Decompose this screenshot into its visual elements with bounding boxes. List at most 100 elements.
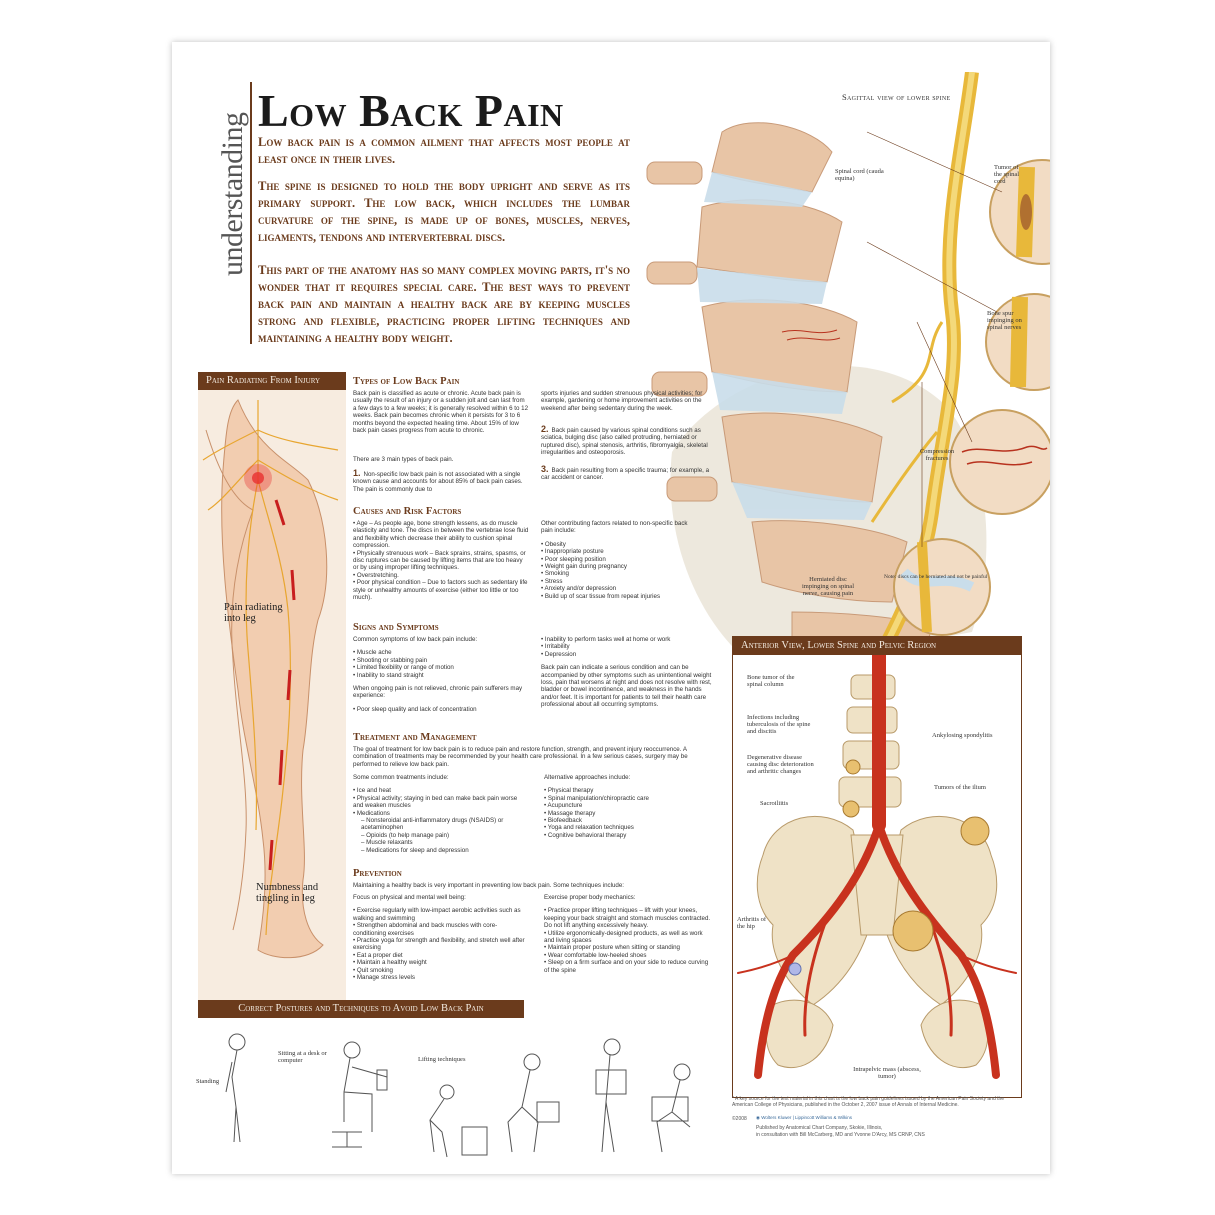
alt-item: • Cognitive behavioral therapy (544, 831, 627, 839)
label-lifting: Lifting techniques (418, 1056, 466, 1063)
publisher-logo-text: Wolters Kluwer | Lippincott Williams & W… (761, 1115, 853, 1120)
label-tumor-spinal-cord: Tumor of the spinal cord (994, 164, 1020, 185)
treatment-item: – Opioids (to help manage pain) (361, 831, 450, 839)
other-factor: • Build up of scar tissue from repeat in… (541, 592, 661, 600)
alt-item: • Spinal manipulation/chiropractic care (544, 794, 650, 802)
prevention-mech-intro: Exercise proper body mechanics: (544, 894, 636, 901)
signs-heading: Signs and Symptoms (353, 622, 439, 633)
causes-item: • Age – As people age, bone strength les… (353, 520, 529, 550)
causes-list: • Age – As people age, bone strength les… (353, 520, 529, 601)
other-factor: • Stress (541, 577, 563, 585)
label-bone-tumor: Bone tumor of the spinal column (747, 674, 795, 688)
treatment-item: – Muscle relaxants (361, 839, 413, 847)
prevention-heading: Prevention (353, 868, 402, 879)
label-spinal-cord: Spinal cord (cauda equina) (835, 168, 884, 182)
label-intrapelvic: Intrapelvic mass (abscess, tumor) (853, 1066, 921, 1080)
label-degenerative: Degenerative disease causing disc deteri… (747, 754, 814, 775)
label-sacroiliitis: Sacroiliitis (760, 800, 789, 807)
anterior-panel: Anterior View, Lower Spine and Pelvic Re… (732, 636, 1022, 1098)
treatment-item: • Ice and heat (353, 787, 391, 795)
symptom-item: • Muscle ache (353, 649, 392, 657)
prevention-item: • Manage stress levels (353, 974, 416, 982)
copyright: ©2008 (732, 1116, 747, 1122)
types-col2-continued: sports injuries and sudden strenuous phy… (541, 390, 703, 412)
label-tumors-ilium: Tumors of the ilium (934, 784, 986, 791)
consultation: in consultation with Bill McCarberg, MD … (756, 1132, 925, 1138)
intro-paragraph-2: The spine is designed to hold the body u… (258, 179, 630, 244)
causes-item: • Poor physical condition – Due to facto… (353, 579, 528, 602)
other-factor: • Smoking (541, 570, 569, 578)
signs-chronic: When ongoing pain is not relieved, chron… (353, 685, 523, 700)
label-arthritis-hip: Arthritis of the hip (737, 916, 767, 930)
prevention-item: • Sleep on a firm surface and on your si… (544, 959, 709, 974)
prevention-focus-intro: Focus on physical and mental well being: (353, 894, 466, 901)
pelvis-illustration (737, 648, 1017, 1079)
postures-banner: Correct Postures and Techniques to Avoid… (198, 1000, 524, 1018)
label-sitting: Sitting at a desk or computer (278, 1050, 327, 1064)
types-item-2: 2.Back pain caused by various spinal con… (541, 424, 708, 457)
symptom-item: • Inability to stand straight (353, 671, 424, 679)
prevention-item: • Maintain proper posture when sitting o… (544, 944, 680, 952)
prevention-item: • Maintain a healthy weight (353, 959, 427, 967)
signs-intro: Common symptoms of low back pain include… (353, 636, 478, 643)
types-item-1: 1.Non-specific low back pain is not asso… (353, 468, 523, 493)
symptom-item: • Depression (541, 650, 577, 658)
label-infections: Infections including tuberculosis of the… (747, 714, 811, 735)
types-item-2-text: Back pain caused by various spinal condi… (541, 427, 708, 457)
page-title: Low Back Pain (258, 85, 564, 136)
alt-item: • Massage therapy (544, 809, 596, 817)
signs-col1: Common symptoms of low back pain include… (353, 636, 529, 713)
treatment-item: – Nonsteroidal anti-inflammatory drugs (… (361, 817, 504, 832)
treatment-alternative: Alternative approaches include: • Physic… (544, 774, 714, 839)
treatment-intro: The goal of treatment for low back pain … (353, 746, 688, 768)
anterior-panel-title: Anterior View, Lower Spine and Pelvic Re… (733, 637, 1021, 655)
signs-chronic-item: • Poor sleep quality and lack of concent… (353, 705, 477, 713)
symptom-item: • Shooting or stabbing pain (353, 656, 428, 664)
types-para-2: There are 3 main types of back pain. (353, 456, 454, 463)
source-note: * A key source for the text material in … (732, 1096, 1005, 1108)
types-heading: Types of Low Back Pain (353, 376, 460, 387)
signs-warning: Back pain can indicate a serious conditi… (541, 664, 712, 709)
title-divider (250, 82, 252, 344)
poster: understanding Low Back Pain Low back pai… (172, 42, 1050, 1174)
causes-item: • Physically strenuous work – Back sprai… (353, 549, 526, 572)
causes-heading: Causes and Risk Factors (353, 506, 462, 517)
prevention-item: • Practice yoga for strength and flexibi… (353, 937, 525, 952)
title-kicker: understanding (194, 86, 249, 276)
alt-item: • Acupuncture (544, 802, 583, 810)
postures-illustration (225, 1033, 691, 1158)
alt-item: • Yoga and relaxation techniques (544, 824, 634, 832)
types-item-3-text: Back pain resulting from a specific trau… (541, 467, 710, 482)
intro-paragraph-1: Low back pain is a common ailment that a… (258, 135, 630, 166)
treatment-item: • Medications (353, 809, 390, 817)
globe-icon: ◉ (756, 1115, 760, 1120)
prevention-item: • Quit smoking (353, 966, 393, 974)
prevention-item: • Wear comfortable low-heeled shoes (544, 951, 647, 959)
other-factors: Other contributing factors related to no… (541, 520, 691, 600)
other-factor: • Obesity (541, 540, 566, 548)
symptom-item: • Inability to perform tasks well at hom… (541, 636, 671, 643)
other-factor: • Inappropriate posture (541, 548, 604, 556)
pain-panel-title: Pain Radiating From Injury (198, 372, 346, 390)
other-factors-intro: Other contributing factors related to no… (541, 520, 688, 535)
types-item-3: 3.Back pain resulting from a specific tr… (541, 464, 710, 482)
prevention-item: • Exercise regularly with low-impact aer… (353, 907, 521, 922)
symptom-item: • Irritability (541, 643, 570, 651)
publisher-logo: ◉ Wolters Kluwer | Lippincott Williams &… (756, 1115, 852, 1121)
pain-panel: Pain Radiating From Injury (198, 372, 346, 1000)
leg-nerve-illustration (198, 390, 346, 1000)
label-numbness: Numbness and tingling in leg (256, 882, 319, 904)
other-factor: • Poor sleeping position (541, 555, 606, 563)
prevention-item: • Eat a proper diet (353, 951, 403, 959)
treatment-item: • Physical activity; staying in bed can … (353, 794, 518, 810)
note-herniated: Note: discs can be herniated and not be … (884, 574, 988, 580)
intro-paragraph-3: This part of the anatomy has so many com… (258, 263, 630, 345)
prevention-mechanics: Exercise proper body mechanics: • Practi… (544, 894, 714, 974)
prevention-intro: Maintaining a healthy back is very impor… (353, 882, 625, 889)
alt-item: • Biofeedback (544, 817, 582, 825)
causes-item: • Overstretching. (353, 571, 399, 579)
types-item-1-text: Non-specific low back pain is not associ… (353, 471, 523, 493)
kicker-text: understanding (216, 112, 249, 276)
label-standing: Standing (196, 1078, 220, 1085)
treatment-alt-intro: Alternative approaches include: (544, 774, 631, 781)
